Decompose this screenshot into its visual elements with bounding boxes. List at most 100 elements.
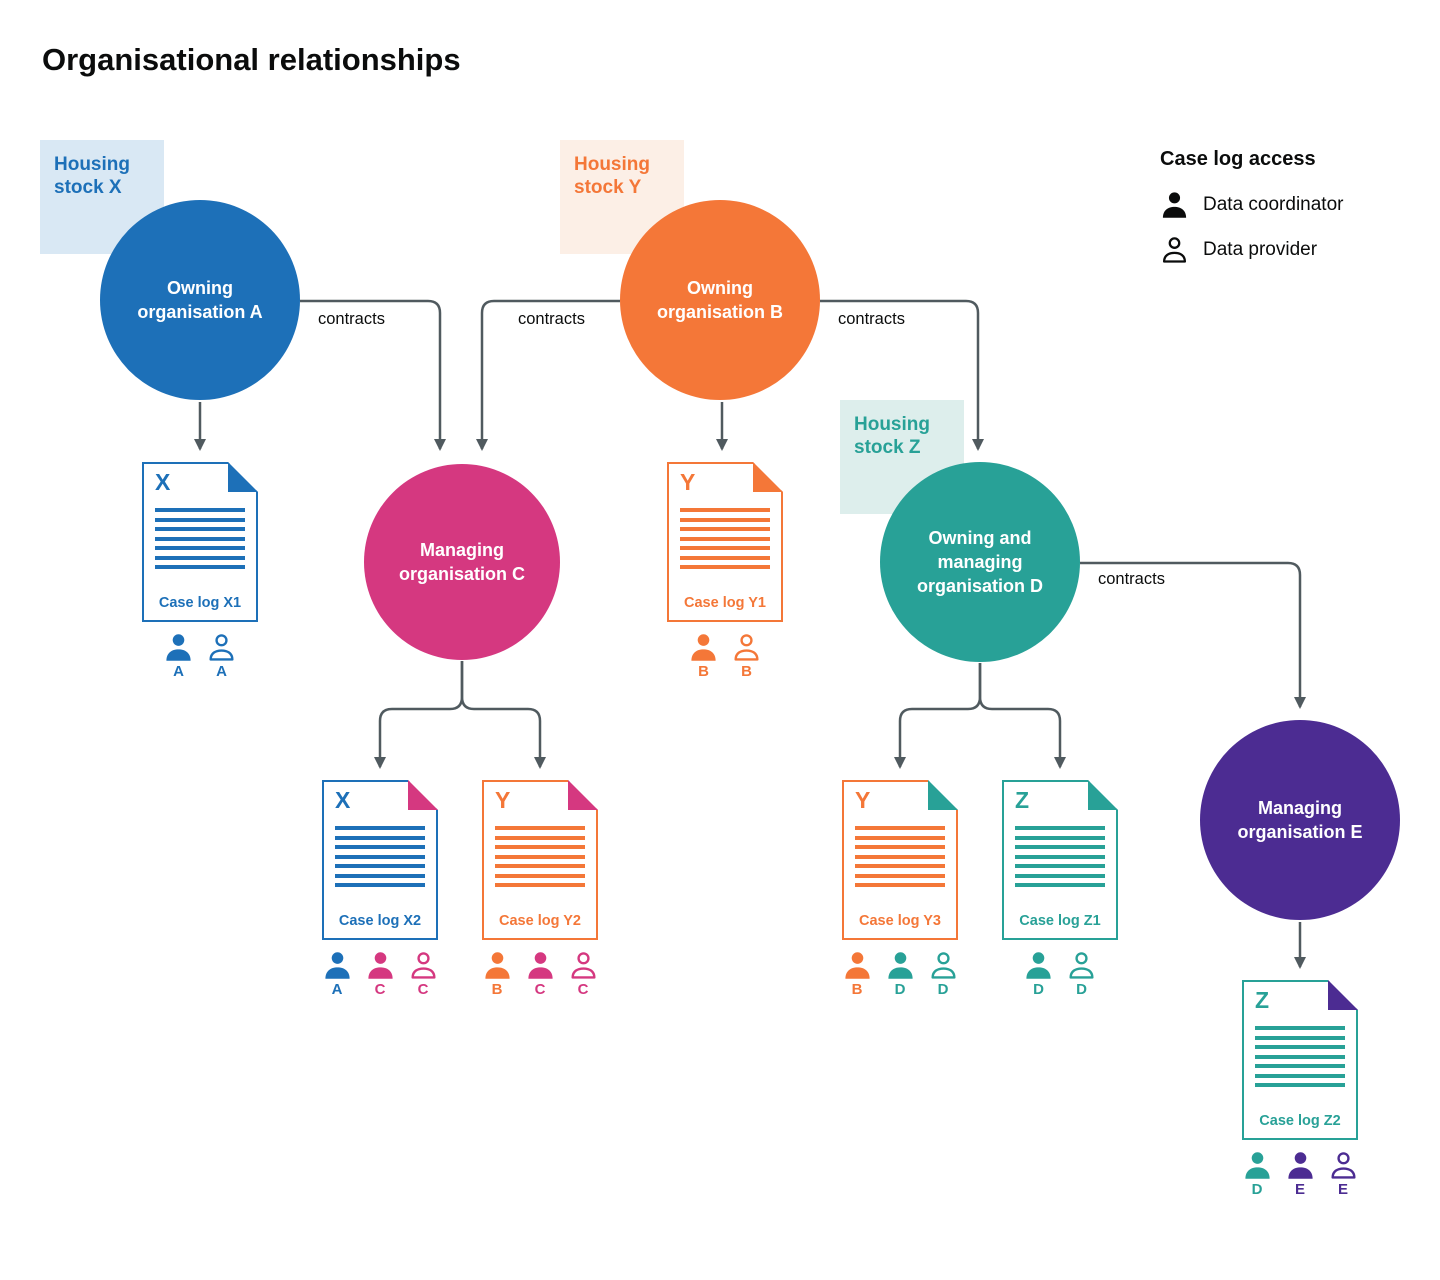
data-coordinator-icon <box>484 952 510 979</box>
doc-text-lines <box>680 508 770 575</box>
access-person: D <box>1065 951 1099 998</box>
access-person: A <box>320 951 354 998</box>
data-coordinator-icon <box>367 952 393 979</box>
stock-letter: X <box>335 787 351 813</box>
org-circle-b: Owning organisation B <box>620 200 820 400</box>
access-person-letter: B <box>741 663 752 680</box>
data-coordinator-icon <box>166 634 191 661</box>
access-person-letter: D <box>1033 981 1044 998</box>
org-circle-e: Managing organisation E <box>1200 720 1400 920</box>
access-person: C <box>406 951 440 998</box>
data-coordinator-icon <box>887 952 913 979</box>
data-provider-icon <box>410 952 436 979</box>
case-log-x1-doc: X Case log X1 <box>142 462 258 622</box>
folded-corner-icon <box>568 780 598 810</box>
case-log-y3-doc: Y Case log Y3 <box>842 780 958 940</box>
access-person-letter: C <box>417 981 429 998</box>
access-person: B <box>730 633 764 680</box>
data-coordinator-icon <box>1244 1152 1270 1179</box>
doc-text-lines <box>1015 826 1105 893</box>
folded-corner-icon <box>1328 980 1358 1010</box>
access-person-letter: B <box>698 663 709 680</box>
doc-text-lines <box>855 826 945 893</box>
access-person-letter: E <box>1294 1181 1305 1198</box>
contracts-label: contracts <box>518 310 585 328</box>
folded-corner-icon <box>753 462 783 492</box>
access-person-letter: A <box>216 663 227 680</box>
case-log-caption: Case log Y2 <box>499 913 581 929</box>
case-log-y2-access: B C C <box>470 951 610 998</box>
case-log-z1-access: D D <box>1002 951 1118 998</box>
access-person: D <box>926 951 960 998</box>
case-log-x2-access: A C C <box>310 951 450 998</box>
stock-letter: Z <box>1015 787 1030 813</box>
data-coordinator-icon <box>1287 1152 1313 1179</box>
org-circle-d: Owning and managing organisation D <box>880 462 1080 662</box>
case-log-caption: Case log X1 <box>158 595 242 611</box>
housing-stock-x-label: Housing stock X <box>40 140 164 254</box>
access-person: B <box>687 633 721 680</box>
folded-corner-icon <box>928 780 958 810</box>
access-person: C <box>523 951 557 998</box>
case-log-z1-doc: Z Case log Z1 <box>1002 780 1118 940</box>
data-provider-icon <box>570 952 596 979</box>
access-person: E <box>1283 1151 1317 1198</box>
legend: Case log access Data coordinator Data pr… <box>1160 148 1343 281</box>
case-log-x1-access: A A <box>142 633 258 680</box>
access-person: C <box>566 951 600 998</box>
contracts-label: contracts <box>1098 570 1165 588</box>
data-provider-icon <box>930 952 956 979</box>
data-coordinator-icon <box>691 634 716 661</box>
data-provider-icon <box>1069 952 1094 979</box>
legend-item-label: Data coordinator <box>1203 194 1344 215</box>
data-provider-icon <box>734 634 759 661</box>
contracts-label: contracts <box>838 310 905 328</box>
case-log-caption: Case log Z2 <box>1259 1113 1341 1129</box>
data-provider-icon <box>1162 237 1187 263</box>
folded-corner-icon <box>1088 780 1118 810</box>
case-log-y1-doc: Y Case log Y1 <box>667 462 783 622</box>
data-provider-icon <box>209 634 234 661</box>
doc-text-lines <box>155 508 245 575</box>
doc-text-lines <box>495 826 585 893</box>
case-log-x2-doc: X Case log X2 <box>322 780 438 940</box>
case-log-y1-access: B B <box>667 633 783 680</box>
legend-item-data-coordinator: Data coordinator <box>1160 191 1343 219</box>
case-log-z2-doc: Z Case log Z2 <box>1242 980 1358 1140</box>
data-coordinator-icon <box>1026 952 1051 979</box>
contracts-label: contracts <box>318 310 385 328</box>
case-log-z2-access: D E E <box>1230 1151 1370 1198</box>
access-person-letter: C <box>374 981 386 998</box>
access-person-letter: C <box>577 981 589 998</box>
org-circle-a: Owning organisation A <box>100 200 300 400</box>
access-person: D <box>1022 951 1056 998</box>
data-coordinator-icon <box>1162 192 1187 218</box>
doc-text-lines <box>335 826 425 893</box>
legend-item-data-provider: Data provider <box>1160 236 1343 264</box>
access-person: A <box>205 633 239 680</box>
case-log-caption: Case log Y3 <box>859 913 941 929</box>
data-provider-icon <box>1330 1152 1356 1179</box>
data-coordinator-icon <box>527 952 553 979</box>
access-person: B <box>840 951 874 998</box>
access-person-letter: D <box>937 981 949 998</box>
legend-item-label: Data provider <box>1203 239 1318 260</box>
access-person-letter: C <box>534 981 546 998</box>
access-person: D <box>883 951 917 998</box>
access-person-letter: B <box>851 981 863 998</box>
access-person-letter: E <box>1337 1181 1348 1198</box>
stock-letter: Y <box>855 787 871 813</box>
access-person-letter: D <box>1076 981 1087 998</box>
stock-letter: Y <box>680 469 696 495</box>
folded-corner-icon <box>408 780 438 810</box>
access-person-letter: D <box>894 981 906 998</box>
access-person: A <box>162 633 196 680</box>
case-log-y3-access: B D D <box>830 951 970 998</box>
org-circle-c: Managing organisation C <box>364 464 560 660</box>
case-log-caption: Case log X2 <box>338 913 422 929</box>
folded-corner-icon <box>228 462 258 492</box>
access-person: B <box>480 951 514 998</box>
stock-letter: Z <box>1255 987 1270 1013</box>
access-person-letter: A <box>173 663 184 680</box>
